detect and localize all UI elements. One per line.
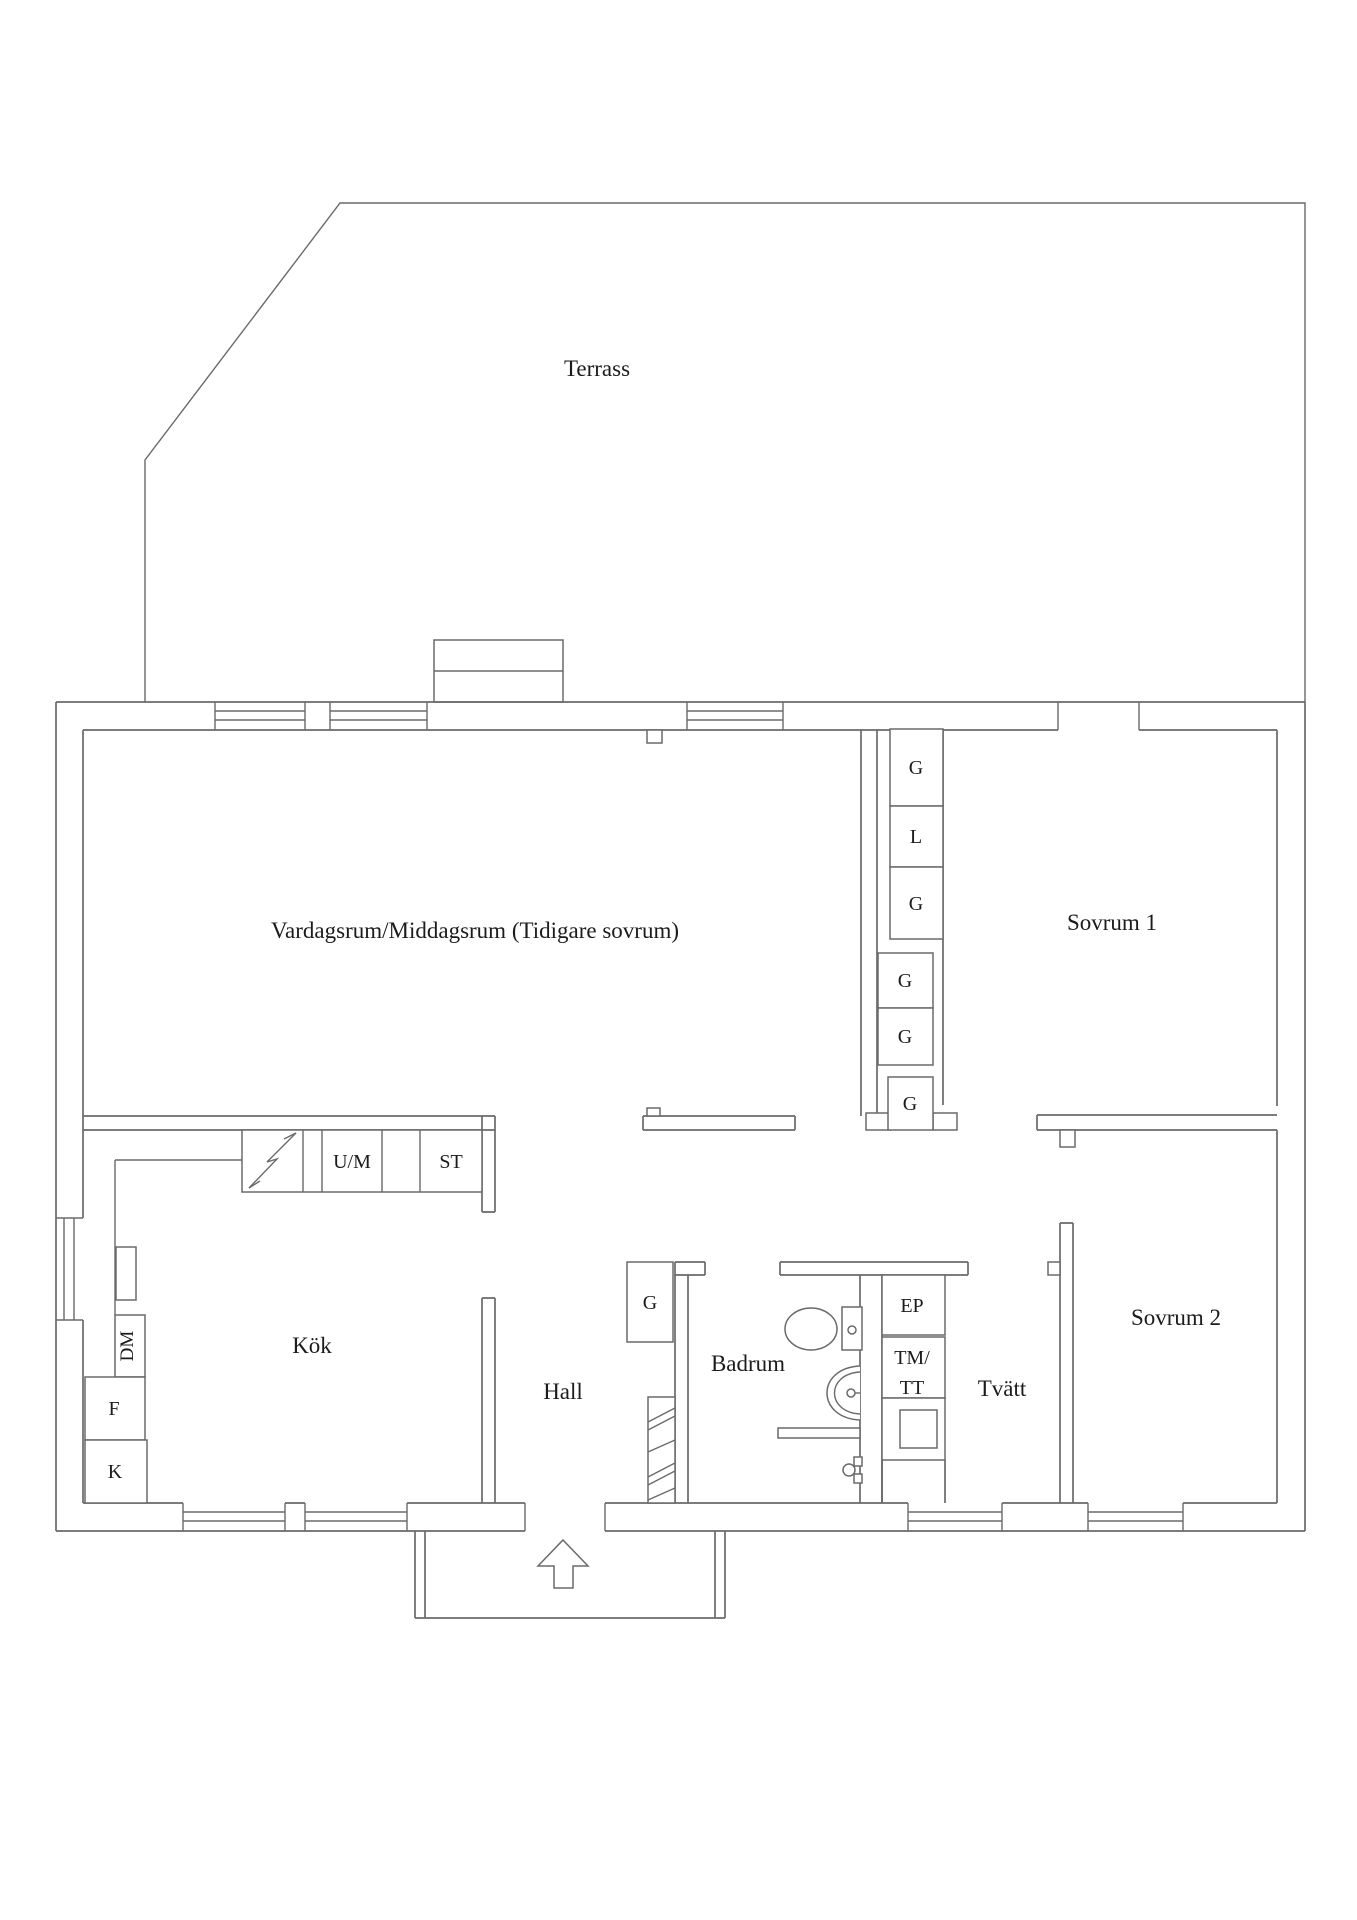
counter-edge — [114, 1159, 242, 1315]
electrical-panel — [881, 1274, 946, 1336]
bathroom-fixtures — [777, 1306, 863, 1484]
wardrobe-hatch-icon — [647, 1396, 676, 1504]
entrance-arrow-icon — [536, 1538, 590, 1589]
closet — [889, 805, 944, 868]
fridge — [84, 1439, 148, 1504]
window — [304, 1503, 408, 1531]
closet-label: G — [898, 970, 912, 992]
kitchen-fixtures — [84, 1129, 483, 1504]
appliance-label-k: K — [108, 1461, 123, 1483]
appliance-label-tm: TM/ — [894, 1347, 930, 1369]
closet — [626, 1261, 674, 1343]
terrace-door-stop — [646, 729, 663, 744]
windows — [56, 702, 1184, 1531]
bath-bench — [777, 1427, 861, 1439]
door-jamb — [865, 1112, 891, 1131]
appliance-label-ep: EP — [900, 1295, 923, 1317]
appliance-label-tt: TT — [900, 1377, 924, 1399]
room-label-kok: Kök — [292, 1333, 332, 1358]
room-labels: Terrass Vardagsrum/Middagsrum (Tidigare … — [108, 356, 1221, 1483]
entrance-door-opening — [524, 1503, 606, 1531]
room-label-badrum: Badrum — [711, 1351, 785, 1376]
window — [907, 1503, 1003, 1531]
sink-icon — [826, 1365, 861, 1421]
window — [56, 1217, 83, 1321]
closet-label: G — [909, 757, 923, 779]
closet-label: G — [909, 893, 923, 915]
stove-lightning-icon — [248, 1132, 297, 1189]
window — [686, 702, 784, 730]
appliance-label-dm: DM — [117, 1331, 138, 1362]
freezer — [84, 1376, 146, 1441]
closet-label: G — [898, 1026, 912, 1048]
room-label-hall: Hall — [543, 1379, 583, 1404]
room-label-terrass: Terrass — [564, 356, 630, 381]
sink-board — [115, 1246, 137, 1301]
interior-walls — [83, 729, 1277, 1503]
closet — [889, 728, 944, 807]
laundry-sink — [899, 1409, 938, 1449]
window — [329, 702, 428, 730]
appliance-label-st: ST — [439, 1151, 462, 1173]
door-stop — [1059, 1129, 1076, 1148]
counter-row — [241, 1129, 483, 1193]
closet — [887, 1076, 934, 1131]
door-jamb — [932, 1112, 958, 1131]
toilet-icon — [784, 1306, 863, 1351]
appliance-label-f: F — [108, 1398, 119, 1420]
door-stop — [1047, 1261, 1061, 1276]
door-stop — [646, 1107, 661, 1117]
window — [1087, 1503, 1184, 1531]
laundry-fixtures — [881, 1274, 946, 1503]
window — [182, 1503, 286, 1531]
closet — [889, 866, 944, 940]
window-opening — [1057, 702, 1140, 730]
appliance-label-um: U/M — [333, 1151, 371, 1173]
closets — [626, 728, 944, 1504]
closet-label: L — [910, 826, 922, 848]
window — [214, 702, 306, 730]
room-label-sovrum1: Sovrum 1 — [1067, 910, 1157, 935]
closet — [877, 1007, 934, 1066]
room-label-sovrum2: Sovrum 2 — [1131, 1305, 1221, 1330]
door-handle-icon — [842, 1456, 863, 1484]
closet-label: G — [643, 1292, 657, 1314]
closet-label: G — [903, 1093, 917, 1115]
room-label-vardagsrum: Vardagsrum/Middagsrum (Tidigare sovrum) — [271, 918, 679, 943]
room-label-tvatt: Tvätt — [978, 1376, 1027, 1401]
terrace-outline — [144, 202, 1306, 703]
entrance — [414, 1531, 726, 1619]
